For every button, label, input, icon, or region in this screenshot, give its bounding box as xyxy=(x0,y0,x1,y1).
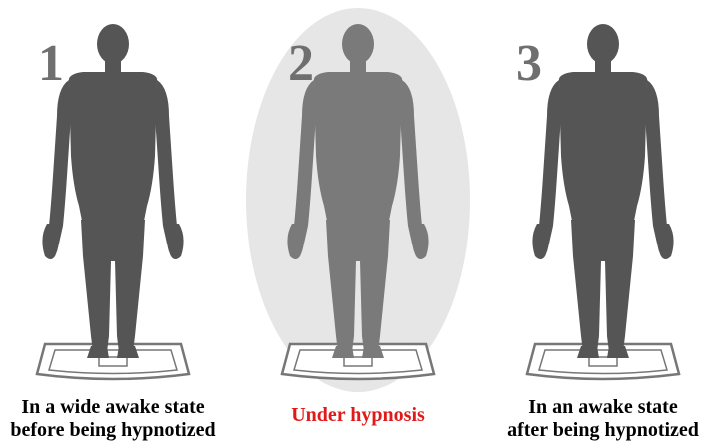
caption-line: In an awake state xyxy=(473,396,717,419)
person-on-scale-icon xyxy=(527,24,679,379)
step-number-2: 2 xyxy=(288,38,314,90)
caption-line: In a wide awake state xyxy=(0,396,243,419)
caption-line: after being hypnotized xyxy=(473,419,717,442)
caption-stage-3: In an awake state after being hypnotized xyxy=(473,396,717,442)
caption-stage-2: Under hypnosis xyxy=(228,404,488,427)
step-number-1: 1 xyxy=(38,38,64,90)
caption-line: before being hypnotized xyxy=(0,419,243,442)
caption-line: Under hypnosis xyxy=(228,404,488,427)
step-number-3: 3 xyxy=(516,38,542,90)
caption-stage-1: In a wide awake state before being hypno… xyxy=(0,396,243,442)
